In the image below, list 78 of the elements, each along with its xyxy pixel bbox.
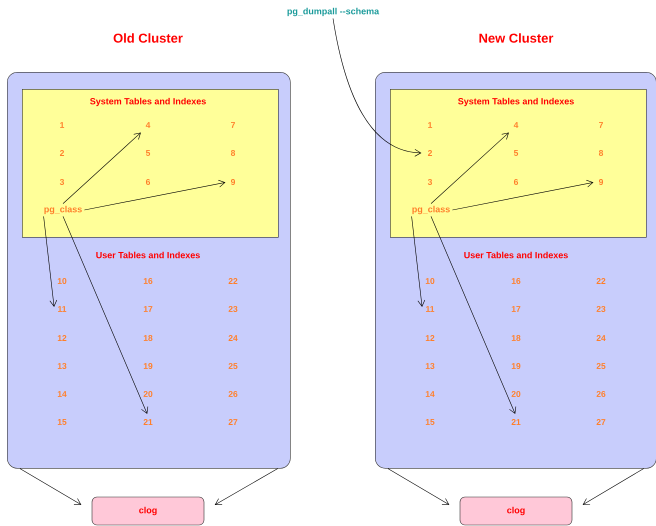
- arrow: [214, 468, 278, 506]
- table-number: 22: [228, 278, 238, 284]
- table-number: 22: [596, 278, 606, 284]
- arrow: [43, 216, 58, 308]
- table-number: 24: [596, 335, 606, 341]
- table-number: 18: [512, 335, 520, 341]
- arrow: [20, 468, 82, 505]
- table-number: 9: [598, 179, 604, 185]
- table-number: 13: [58, 363, 66, 369]
- table-number: 1: [60, 122, 64, 128]
- table-number: 8: [230, 150, 236, 156]
- arrow: [582, 468, 644, 505]
- table-number: 19: [144, 363, 152, 369]
- table-number: 27: [596, 419, 606, 425]
- table-number: 6: [514, 179, 518, 185]
- table-number: 10: [426, 278, 434, 284]
- table-number: 4: [514, 122, 518, 128]
- table-number: 19: [512, 363, 520, 369]
- table-number: 18: [144, 335, 152, 341]
- table-number: 21: [144, 419, 152, 425]
- arrow: [62, 132, 141, 204]
- arrow: [388, 468, 450, 505]
- section-heading: User Tables and Indexes: [464, 252, 568, 258]
- table-number: 1: [428, 122, 432, 128]
- table-number: 6: [146, 179, 150, 185]
- arrow: [332, 18, 422, 157]
- catalog-name: pg_class: [44, 206, 82, 214]
- table-number: 20: [512, 391, 520, 397]
- table-number: 12: [426, 335, 434, 341]
- clog-box: clog: [460, 496, 572, 526]
- arrow: [430, 132, 509, 204]
- table-number: 7: [599, 122, 603, 128]
- cluster-title: New Cluster: [479, 33, 554, 43]
- table-number: 5: [514, 150, 518, 156]
- table-number: 13: [426, 363, 434, 369]
- table-number: 11: [426, 306, 434, 312]
- cluster-title: Old Cluster: [114, 33, 183, 43]
- arrow: [430, 216, 516, 414]
- table-number: 21: [512, 419, 520, 425]
- table-number: 17: [512, 306, 520, 312]
- table-number: 15: [426, 419, 434, 425]
- section-heading: System Tables and Indexes: [90, 98, 206, 106]
- table-number: 8: [598, 150, 604, 156]
- section-heading: System Tables and Indexes: [458, 98, 574, 106]
- table-number: 23: [228, 306, 238, 312]
- table-number: 3: [60, 179, 64, 185]
- table-number: 11: [58, 306, 66, 312]
- table-number: 25: [228, 363, 238, 369]
- table-number: 16: [144, 278, 152, 284]
- arrow: [452, 180, 594, 210]
- table-number: 14: [426, 391, 435, 397]
- table-number: 7: [231, 122, 235, 128]
- table-number: 14: [58, 391, 67, 397]
- table-number: 9: [230, 179, 236, 185]
- table-number: 3: [428, 179, 432, 185]
- section-heading: User Tables and Indexes: [96, 252, 200, 258]
- table-number: 12: [58, 335, 66, 341]
- clog-box: clog: [92, 496, 204, 526]
- table-number: 10: [58, 278, 66, 284]
- table-number: 4: [146, 122, 150, 128]
- catalog-name: pg_class: [412, 206, 450, 214]
- table-number: 15: [58, 419, 66, 425]
- table-number: 24: [228, 335, 238, 341]
- arrow: [84, 180, 226, 210]
- table-number: 23: [596, 306, 606, 312]
- table-number: 2: [428, 150, 432, 156]
- command-label: pg_dumpall --schema: [288, 8, 380, 16]
- table-number: 16: [512, 278, 520, 284]
- table-number: 26: [228, 391, 238, 397]
- table-number: 17: [144, 306, 152, 312]
- arrow: [62, 216, 148, 414]
- table-number: 25: [596, 363, 606, 369]
- table-number: 26: [596, 391, 606, 397]
- table-number: 20: [144, 391, 152, 397]
- table-number: 5: [146, 150, 150, 156]
- arrow: [411, 216, 426, 308]
- table-number: 27: [228, 419, 238, 425]
- table-number: 2: [60, 150, 64, 156]
